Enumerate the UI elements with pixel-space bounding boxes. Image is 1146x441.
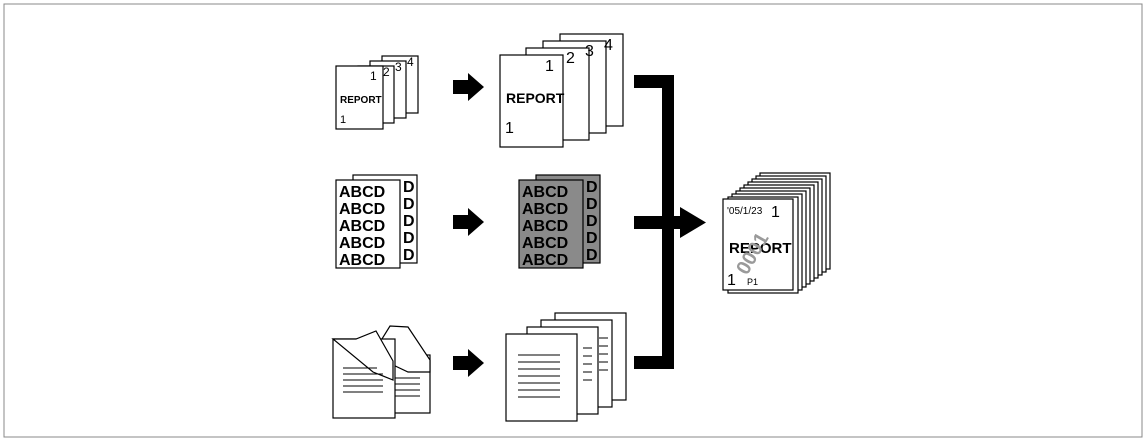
row2-output-back-fragment-3: D xyxy=(586,213,598,230)
result-title: REPORT xyxy=(729,240,792,257)
merge-arrow-head xyxy=(680,207,706,238)
row2-input-back-fragment-5: D xyxy=(403,247,415,264)
row2-output-text-line-3: ABCD xyxy=(522,218,568,235)
row1-output-stack: 4 3 2 1 REPORT 1 xyxy=(499,33,624,148)
row2-input-back-fragment-2: D xyxy=(403,196,415,213)
result-page-number: 1 xyxy=(771,204,780,221)
row2-input-back-fragment-4: D xyxy=(403,230,415,247)
row2-input-text-line-1: ABCD xyxy=(339,184,385,201)
row1-output-pagenum-3: 3 xyxy=(585,43,594,60)
row2-input-back-fragment-3: D xyxy=(403,213,415,230)
row1-output-title: REPORT xyxy=(506,90,565,106)
row1-input-pagenum-2: 2 xyxy=(383,65,390,79)
row1-output-pagenum-4: 4 xyxy=(604,37,613,54)
row2-output-back-fragment-4: D xyxy=(586,230,598,247)
row2-output-text-line-2: ABCD xyxy=(522,201,568,218)
result-stack: '05/1/23 1 REPORT 0001 1 P1 xyxy=(722,172,831,294)
row2-output-back-fragment-2: D xyxy=(586,196,598,213)
row2-input-back-fragment-1: D xyxy=(403,179,415,196)
row2-output-back-fragment-1: D xyxy=(586,179,598,196)
result-footer-number: 1 xyxy=(727,272,736,289)
row1-output-pagenum-1: 1 xyxy=(545,58,554,75)
row2-output-back-fragment-5: D xyxy=(586,247,598,264)
merge-bracket xyxy=(634,75,706,369)
row2-output-stack: D D D D D ABCD ABCD ABCD ABCD ABCD xyxy=(518,174,601,269)
row1-input-pagenum-4: 4 xyxy=(407,55,414,69)
row3-output-stack xyxy=(505,312,627,422)
row2-output-text-line-4: ABCD xyxy=(522,235,568,252)
row2-output-sheet-front xyxy=(518,179,584,269)
row2-input-text-line-3: ABCD xyxy=(339,218,385,235)
result-footer-page-label: P1 xyxy=(747,277,758,287)
row2-output-text-line-5: ABCD xyxy=(522,252,568,269)
result-date: '05/1/23 xyxy=(727,206,763,217)
bracket-middle-bar xyxy=(634,216,684,229)
row2-output-text-line-1: ABCD xyxy=(522,184,568,201)
row1-input-sheet-1 xyxy=(335,65,384,130)
row1-input-stack: 4 3 2 1 REPORT 1 xyxy=(335,55,419,130)
row1-input-title: REPORT xyxy=(340,95,382,106)
row3-arrow xyxy=(453,349,484,377)
row1-output-pagenum-2: 2 xyxy=(566,50,575,67)
row1-input-pagenum-3: 3 xyxy=(395,60,402,74)
row1-input-pagenum-1: 1 xyxy=(370,69,377,83)
row3-input-front-flap xyxy=(331,330,394,381)
row1-arrow xyxy=(453,73,484,101)
row1-input-footer-number: 1 xyxy=(340,114,346,126)
row2-input-sheet-front xyxy=(335,179,401,269)
result-sheet-front xyxy=(722,198,794,291)
row2-arrow xyxy=(453,208,484,236)
row1-output-sheet-1 xyxy=(499,54,564,148)
row2-input-text-line-5: ABCD xyxy=(339,252,385,269)
row3-input-folded-pages xyxy=(331,325,431,419)
row2-input-stack: D D D D D ABCD ABCD ABCD ABCD ABCD xyxy=(335,174,418,269)
row3-output-sheet-1 xyxy=(505,333,578,422)
row1-output-footer-number: 1 xyxy=(505,120,514,137)
row2-input-text-line-2: ABCD xyxy=(339,201,385,218)
row2-input-text-line-4: ABCD xyxy=(339,235,385,252)
